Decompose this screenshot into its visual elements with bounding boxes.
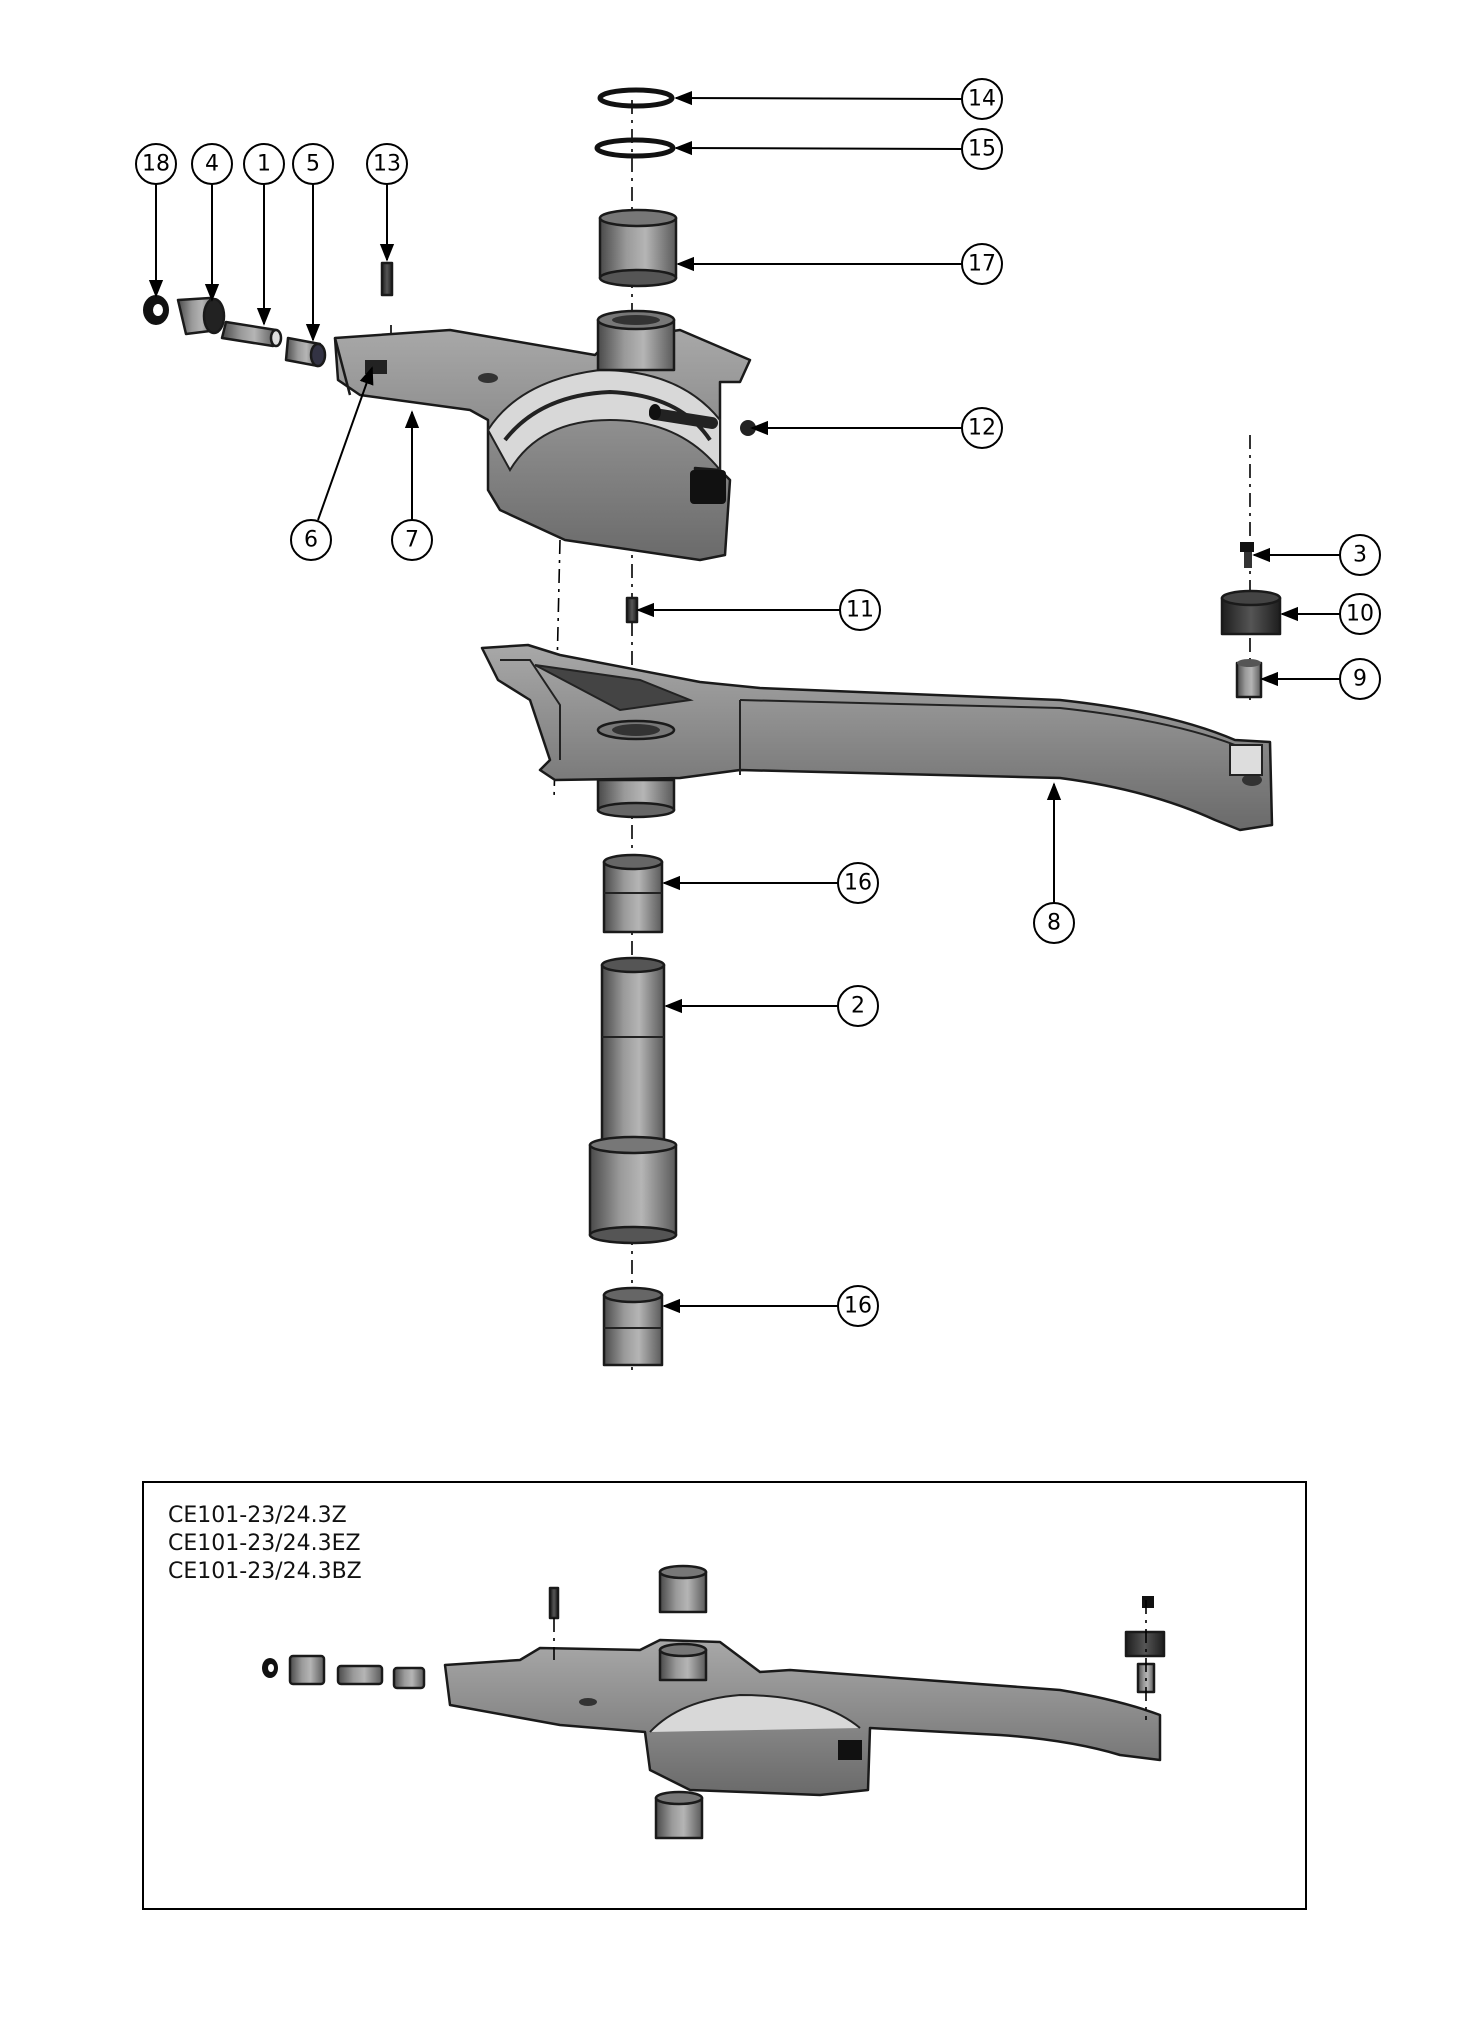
callout-8: 8 [1033, 902, 1075, 944]
svg-text:8: 8 [1047, 911, 1061, 936]
svg-text:9: 9 [1353, 667, 1367, 692]
part-10-bumper [1220, 589, 1282, 636]
inset-panel: CE101-23/24.3Z CE101-23/24.3EZ CE101-23/… [142, 1481, 1307, 1910]
svg-text:10: 10 [1346, 602, 1374, 627]
callout-14: 14 [961, 78, 1003, 120]
part-11-pin [625, 596, 639, 624]
part-2-king-pin [588, 956, 678, 1245]
callout-11: 11 [839, 589, 881, 631]
svg-text:1: 1 [257, 152, 271, 177]
svg-text:6: 6 [304, 528, 318, 553]
model-label-3: CE101-23/24.3BZ [168, 1559, 362, 1584]
svg-text:13: 13 [373, 152, 401, 177]
part-17-bushing [598, 208, 678, 288]
part-9-spacer [1235, 659, 1263, 699]
callout-16-upper: 16 [837, 862, 879, 904]
svg-text:11: 11 [846, 598, 874, 623]
part-7-upper-arm [333, 309, 752, 562]
svg-text:14: 14 [968, 87, 996, 112]
svg-text:7: 7 [405, 528, 419, 553]
part-8-lower-arm [480, 643, 1274, 832]
part-14-retaining-ring [597, 87, 675, 109]
callout-16-lower: 16 [837, 1285, 879, 1327]
svg-text:4: 4 [205, 152, 219, 177]
callout-10: 10 [1339, 593, 1381, 635]
callout-6: 6 [290, 519, 332, 561]
callout-12: 12 [961, 407, 1003, 449]
callout-2: 2 [837, 985, 879, 1027]
part-16-bushing-lower [602, 1286, 664, 1367]
inset-assembly [262, 1564, 1166, 1840]
svg-text:15: 15 [968, 137, 996, 162]
leader-lines [148, 90, 1340, 1314]
callout-15: 15 [961, 128, 1003, 170]
part-5-bushing [284, 336, 327, 368]
part-3-screw [1240, 542, 1254, 568]
model-label-1: CE101-23/24.3Z [168, 1503, 347, 1528]
svg-text:12: 12 [968, 416, 996, 441]
svg-text:5: 5 [306, 152, 320, 177]
callout-13: 13 [366, 143, 408, 185]
svg-text:17: 17 [968, 252, 996, 277]
part-16-bushing-upper [602, 853, 664, 934]
svg-text:18: 18 [142, 152, 170, 177]
part-18-nut [143, 295, 169, 325]
svg-text:16: 16 [844, 871, 872, 896]
part-4-sleeve [176, 296, 226, 336]
callout-1: 1 [243, 143, 285, 185]
part-13-pin [380, 261, 394, 297]
callout-9: 9 [1339, 658, 1381, 700]
callout-4: 4 [191, 143, 233, 185]
part-15-washer [594, 137, 676, 159]
callout-3: 3 [1339, 534, 1381, 576]
svg-text:2: 2 [851, 994, 865, 1019]
callout-18: 18 [135, 143, 177, 185]
svg-text:16: 16 [844, 1294, 872, 1319]
callout-7: 7 [391, 519, 433, 561]
callout-5: 5 [292, 143, 334, 185]
part-1-shaft [220, 320, 283, 348]
model-label-2: CE101-23/24.3EZ [168, 1531, 361, 1556]
callout-17: 17 [961, 243, 1003, 285]
svg-text:3: 3 [1353, 543, 1367, 568]
